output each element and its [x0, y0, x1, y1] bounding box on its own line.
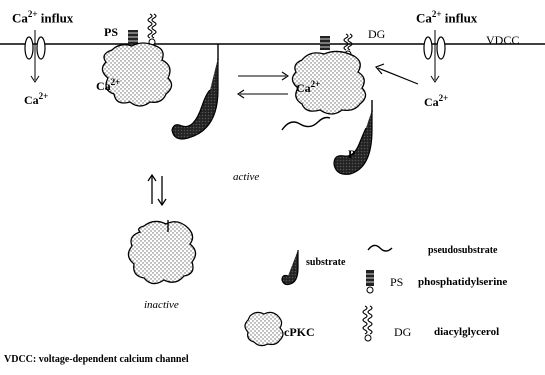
substrate-phosphorylated [334, 110, 372, 174]
vdcc-channel-left [25, 30, 45, 82]
ca-influx-label-left: Ca2+ influx [12, 10, 73, 24]
pseudosubstrate-released [282, 118, 330, 131]
ps-molecule-right [320, 36, 330, 50]
dg-molecule-left [148, 14, 152, 38]
cpkc-inactive [128, 221, 195, 283]
legend-pseudosubstrate-icon [368, 245, 392, 251]
legend-substrate-icon [282, 250, 298, 285]
legend-ps-full: phosphatidylserine [418, 277, 507, 288]
legend-dg-full: diacylglycerol [434, 327, 499, 338]
legend-dg-icon [363, 306, 372, 341]
substrate-left [172, 58, 218, 139]
ca-bound-right: Ca2+ [296, 80, 320, 94]
phosphate-label: P [348, 148, 355, 160]
legend-ps-abbr: PS [390, 276, 403, 288]
equilibrium-arrows-vertical [148, 175, 166, 205]
cpkc-membrane-left [102, 43, 171, 106]
vdcc-label: VDCC [486, 34, 519, 46]
equilibrium-arrows-horizontal [238, 72, 288, 98]
ca-ion-right: Ca2+ [424, 94, 448, 108]
dg-label: DG [368, 28, 385, 40]
vdcc-channel-right [424, 30, 445, 82]
footnote: VDCC: voltage-dependent calcium channel [4, 355, 189, 365]
legend-dg-abbr: DG [394, 326, 411, 338]
ca-ion-left: Ca2+ [24, 92, 48, 106]
legend-cpkc-icon [245, 312, 283, 345]
active-label: active [233, 172, 259, 183]
influx-arrow [378, 68, 418, 84]
legend-pseudosubstrate-label: pseudosubstrate [428, 246, 497, 256]
ca-bound-left: Ca2+ [96, 78, 120, 92]
legend-ps-icon [366, 270, 374, 293]
ca-influx-label-right: Ca2+ influx [416, 10, 477, 24]
legend-cpkc-label: cPKC [284, 326, 315, 338]
ps-label: PS [104, 26, 118, 38]
ps-molecule-left [128, 30, 138, 44]
inactive-label: inactive [144, 300, 179, 311]
legend-substrate-label: substrate [306, 258, 345, 268]
dg-molecule-right [344, 34, 348, 50]
